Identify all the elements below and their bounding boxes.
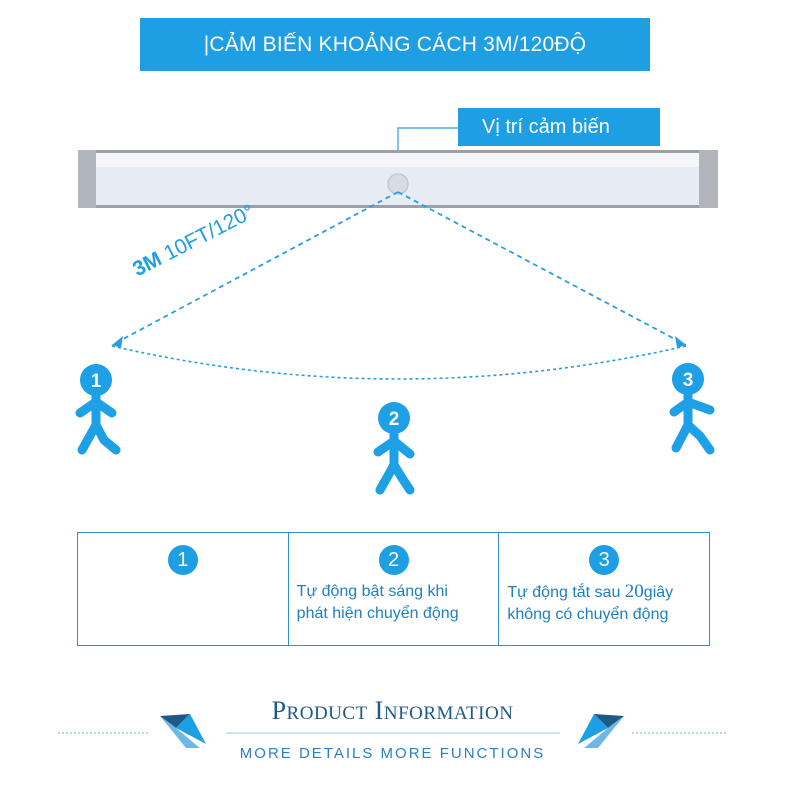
step-description: Tự động bật sáng khi phát hiện chuyển độ… [296, 583, 459, 622]
steps-table: 1 2 Tự động bật sáng khi phát hiện chuyể… [77, 532, 710, 646]
step-number-badge: 3 [589, 545, 620, 575]
product-information-subtitle: MORE DETAILS MORE FUNCTIONS [239, 745, 546, 762]
walking-person-icon-3 [669, 363, 715, 455]
step-cell-1: 1 [78, 533, 289, 645]
title-banner: |CẢM BIẾN KHOẢNG CÁCH 3M/120ĐỘ [140, 18, 650, 71]
person-3-number: 3 [683, 370, 694, 391]
range-line-left [111, 191, 399, 346]
sensor-icon [387, 173, 409, 195]
product-information-title: PRODUCT INFORMATION [271, 696, 514, 725]
person-2-number: 2 [389, 409, 400, 430]
sensor-position-label: Vị trí cảm biến [458, 108, 660, 146]
step-description: Tự động tắt sau 20giây không có chuyển đ… [507, 581, 674, 623]
person-1-number: 1 [91, 371, 102, 392]
step-number-badge: 1 [167, 545, 198, 575]
range-arc [111, 345, 687, 380]
step-number-badge: 2 [378, 545, 409, 575]
sensor-diagram: 1 2 3 [75, 127, 718, 495]
walking-person-icon-2 [373, 402, 415, 495]
arrow-right-icon [675, 336, 686, 348]
walking-person-icon-1 [75, 364, 121, 455]
arrow-left-icon [112, 336, 123, 348]
title-text: |CẢM BIẾN KHOẢNG CÁCH 3M/120ĐỘ [203, 32, 587, 56]
range-line-right [397, 191, 687, 346]
step-cell-2: 2 Tự động bật sáng khi phát hiện chuyển … [289, 533, 500, 645]
step-cell-3: 3 Tự động tắt sau 20giây không có chuyển… [499, 533, 709, 645]
